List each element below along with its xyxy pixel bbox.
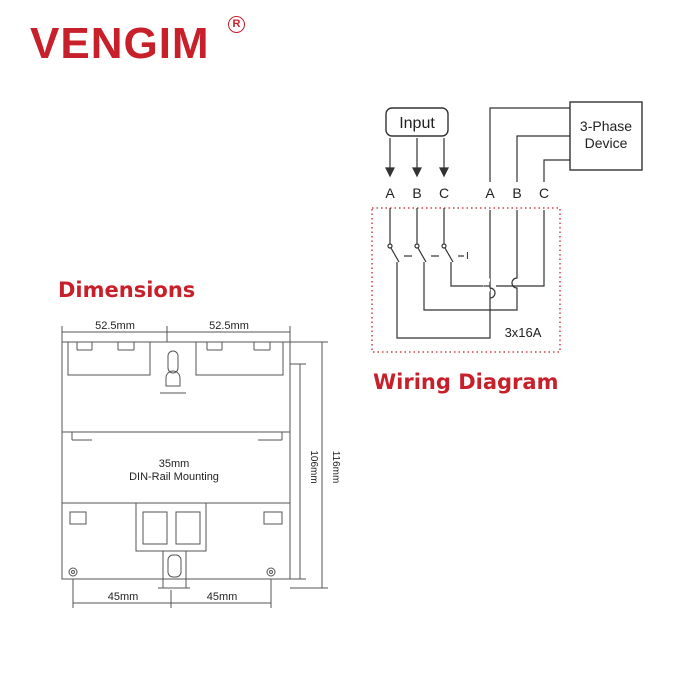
screw-hole-left: [68, 567, 78, 577]
label-top-right-width: 52.5mm: [209, 320, 249, 332]
device-body: [61, 341, 291, 580]
slot-right: [263, 511, 283, 525]
switch-circuit: [387, 208, 545, 339]
label-bottom-left-width: 45mm: [108, 591, 139, 603]
output-phase-a: A: [485, 185, 495, 201]
terminal-cover-right: [195, 342, 284, 376]
input-phase-b: B: [412, 185, 421, 201]
terminal-cover-left: [67, 342, 151, 376]
input-phase-a: A: [385, 185, 395, 201]
output-wires: [489, 107, 570, 182]
input-box: [385, 107, 449, 137]
wiring-diagram-title: Wiring Diagram: [373, 370, 559, 394]
brand-logo: VENGIM: [30, 19, 210, 68]
label-din-mounting: DIN-Rail Mounting: [129, 471, 219, 483]
output-phase-c: C: [539, 185, 549, 201]
din-latch: [162, 551, 187, 589]
label-outer-height: 116mm: [330, 451, 341, 484]
input-label: Input: [399, 115, 435, 132]
dimensions-title: Dimensions: [58, 278, 196, 302]
device-label-line1: 3-Phase: [580, 118, 632, 134]
label-inner-height: 106mm: [308, 450, 319, 483]
switch-mark: I: [466, 251, 469, 262]
label-top-left-width: 52.5mm: [95, 320, 135, 332]
label-bottom-right-width: 45mm: [207, 591, 238, 603]
input-phase-c: C: [439, 185, 449, 201]
din-clip: [135, 502, 207, 552]
device-label-line2: Device: [585, 135, 628, 151]
rating-label: 3x16A: [505, 325, 542, 340]
output-phase-b: B: [512, 185, 521, 201]
input-arrows: [385, 138, 449, 178]
label-din-size: 35mm: [159, 458, 190, 470]
mounting-keyhole: [167, 350, 179, 374]
dimension-drawing: [61, 326, 328, 608]
screw-hole-right: [266, 567, 276, 577]
slot-left: [69, 511, 87, 525]
registered-mark: R: [228, 16, 245, 33]
